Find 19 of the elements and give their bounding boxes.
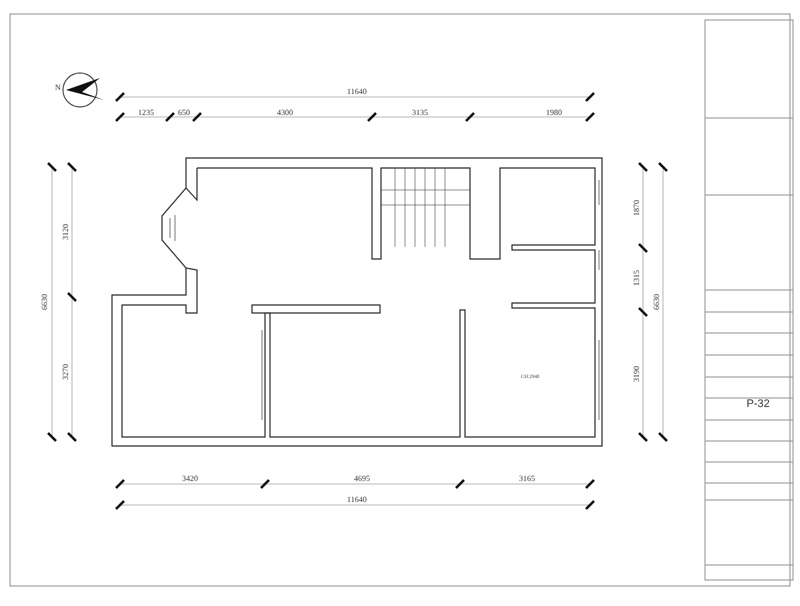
dimension-text: 3165 xyxy=(519,475,535,483)
dimension-text: 4695 xyxy=(354,475,370,483)
dimension-text: 1980 xyxy=(546,109,562,117)
dimension-text: 6630 xyxy=(41,294,49,310)
compass-letter: N xyxy=(55,84,61,92)
dimension-text: 11640 xyxy=(347,496,367,504)
dimension-text: 650 xyxy=(178,109,190,117)
dimension-text: 3135 xyxy=(412,109,428,117)
dimension-text: 3420 xyxy=(182,475,198,483)
dimension-text: 1235 xyxy=(138,109,154,117)
dimension-text: 1870 xyxy=(633,200,641,216)
drawing-number: P-32 xyxy=(746,398,770,410)
dimension-text: 11640 xyxy=(347,88,367,96)
dimension-text: 1315 xyxy=(633,270,641,286)
dimension-text: 3270 xyxy=(62,364,70,380)
dimension-text: 4300 xyxy=(277,109,293,117)
dimension-text: 6630 xyxy=(653,294,661,310)
dimension-text: 3120 xyxy=(62,224,70,240)
dimension-text: 3190 xyxy=(633,366,641,382)
